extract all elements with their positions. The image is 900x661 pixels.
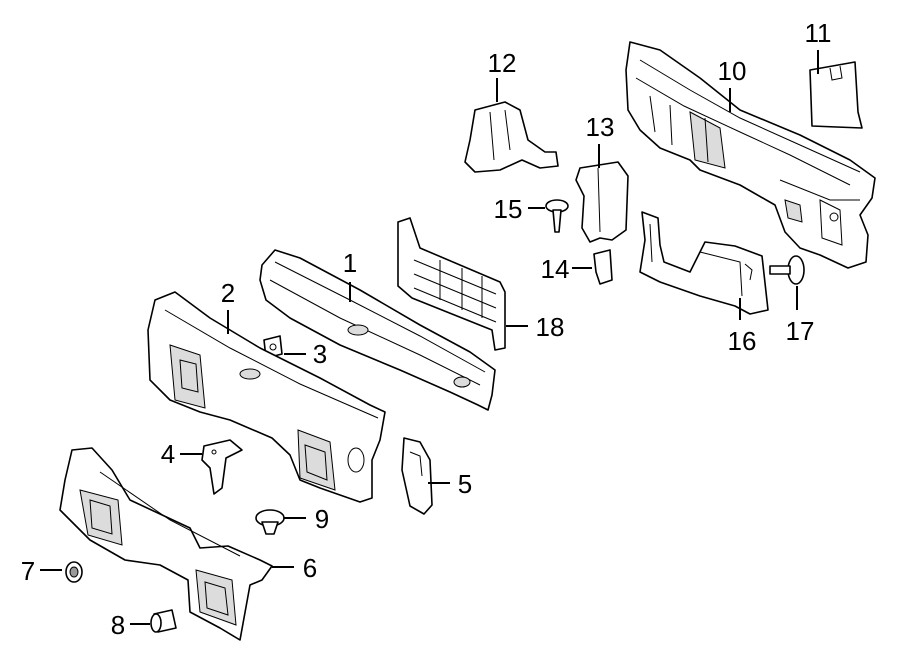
part-11-pad <box>809 61 863 129</box>
part-12-side-insulator <box>464 101 559 173</box>
part-8-grommet <box>150 609 177 633</box>
part-5-side-bracket <box>401 437 433 515</box>
part-4-bracket <box>201 439 243 495</box>
part-1-upper-cowl <box>259 249 496 411</box>
callout-2: 2 <box>221 278 235 308</box>
callout-15: 15 <box>494 194 523 224</box>
part-15-screw <box>545 199 569 233</box>
callout-14: 14 <box>541 254 570 284</box>
callout-1: 1 <box>343 248 357 278</box>
part-2-lower-cowl <box>147 291 386 503</box>
callout-11: 11 <box>805 18 832 48</box>
part-9-clip <box>255 509 285 535</box>
leader-lines <box>40 50 819 625</box>
callout-10: 10 <box>718 56 747 86</box>
callout-17: 17 <box>786 316 815 346</box>
callout-7: 7 <box>21 556 35 586</box>
callout-18: 18 <box>536 312 565 342</box>
part-10-dash-frame <box>625 41 876 269</box>
callout-13: 13 <box>586 112 615 142</box>
part-17-push-pin <box>769 255 805 285</box>
part-16-lower-insulator <box>639 211 769 315</box>
callout-4: 4 <box>161 439 175 469</box>
callout-6: 6 <box>303 553 317 583</box>
part-18-center-panel <box>397 217 506 351</box>
callout-9: 9 <box>315 504 329 534</box>
callout-16: 16 <box>728 326 757 356</box>
part-14-spacer <box>593 249 613 285</box>
callout-labels: 1 2 3 4 5 6 7 8 9 10 11 12 13 14 15 16 1… <box>21 18 832 640</box>
callout-5: 5 <box>458 469 472 499</box>
part-13-side-trim <box>575 161 629 243</box>
part-7-plug <box>65 561 83 583</box>
part-6-dash-panel <box>59 447 273 641</box>
callout-12: 12 <box>488 48 517 78</box>
callout-3: 3 <box>313 339 327 369</box>
callout-8: 8 <box>111 610 125 640</box>
